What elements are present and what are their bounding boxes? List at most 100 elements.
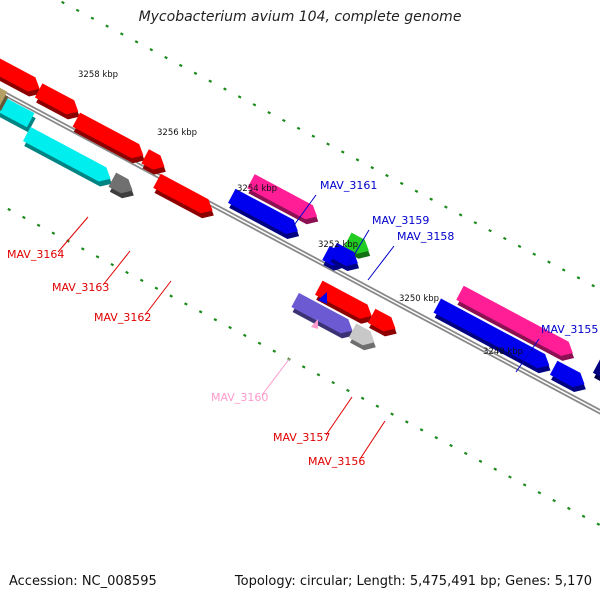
tick-mark-inner (390, 412, 394, 416)
tick-mark-outer (561, 268, 566, 272)
tick-mark-outer (252, 103, 257, 107)
tick-label-0: 3258 kbp (78, 70, 118, 80)
tick-mark-outer (591, 284, 596, 288)
gene-block-1 (0, 94, 35, 128)
tick-mark-outer (385, 173, 389, 178)
gene-block-17 (348, 323, 375, 346)
tick-mark-inner (346, 388, 350, 393)
gene-block-10 (228, 188, 298, 234)
tick-label-5: 3248 kbp (483, 347, 523, 357)
tick-mark-inner (228, 325, 232, 330)
tick-mark-outer (399, 181, 404, 186)
gene-leader-line-0 (57, 216, 89, 253)
tick-mark-inner (110, 262, 115, 267)
tick-mark-inner (419, 428, 424, 432)
gene-block-12 (344, 232, 369, 254)
tick-mark-outer (532, 252, 537, 256)
tick-mark-inner (478, 459, 483, 463)
tick-mark-outer (473, 221, 478, 225)
tick-mark-outer (267, 110, 271, 115)
tick-mark-inner (508, 475, 512, 479)
tick-mark-outer (90, 16, 95, 20)
tick-mark-outer (237, 95, 242, 99)
tick-mark-outer (61, 0, 65, 5)
gene-label-mav-3159: MAV_3159 (372, 214, 429, 227)
gene-label-mav-3164: MAV_3164 (7, 248, 64, 261)
gene-label-mav-3158: MAV_3158 (397, 230, 454, 243)
tick-mark-inner (581, 514, 586, 519)
gene-leader-line-3 (291, 194, 317, 229)
gene-block-7 (141, 149, 165, 170)
tick-mark-inner (552, 498, 556, 503)
gene-leader-line-8 (359, 420, 386, 460)
tick-mark-inner (301, 365, 306, 369)
tick-mark-inner (184, 302, 188, 306)
tick-mark-outer (178, 63, 183, 68)
tick-mark-inner (463, 451, 468, 456)
tick-mark-inner (272, 349, 277, 353)
tick-mark-inner (139, 278, 144, 283)
tick-mark-outer (326, 142, 330, 146)
tick-mark-outer (282, 118, 286, 123)
gene-arrow-small-minus (311, 319, 318, 329)
map-title: Mycobacterium avium 104, complete genome (138, 9, 462, 25)
tick-mark-outer (458, 213, 463, 217)
tick-mark-outer (444, 205, 448, 209)
tick-mark-inner (125, 270, 129, 275)
tick-mark-outer (208, 79, 213, 83)
tick-mark-outer (488, 228, 492, 233)
tick-mark-inner (567, 506, 571, 511)
tick-mark-inner (257, 341, 262, 345)
tick-mark-inner (36, 223, 41, 227)
gene-leader-line-1 (102, 250, 131, 286)
tick-mark-outer (414, 189, 419, 193)
gene-label-mav-3156: MAV_3156 (308, 455, 365, 468)
tick-mark-outer (429, 197, 433, 201)
gene-block-5 (72, 112, 144, 159)
gene-block-0 (0, 58, 40, 92)
tick-mark-inner (95, 255, 100, 259)
accession-text: Accession: NC_008595 (9, 574, 157, 589)
tick-mark-inner (198, 310, 203, 314)
tick-mark-inner (404, 420, 409, 424)
tick-mark-outer (193, 71, 198, 75)
gene-block-8 (153, 173, 213, 214)
gene-block-20 (549, 360, 585, 387)
genome-stats-text: Topology: circular; Length: 5,475,491 bp… (234, 574, 592, 589)
tick-mark-inner (316, 373, 321, 377)
tick-mark-inner (7, 207, 11, 212)
tick-mark-outer (119, 32, 124, 36)
tick-mark-inner (242, 333, 247, 338)
tick-mark-inner (449, 443, 453, 448)
tick-mark-outer (502, 236, 507, 241)
gene-block-21 (592, 359, 600, 377)
gene-label-mav-3155: MAV_3155 (541, 323, 598, 336)
gene-leader-line-6 (261, 357, 291, 396)
gene-block-18 (456, 285, 573, 356)
tick-mark-outer (547, 260, 551, 264)
gene-block-4 (23, 126, 111, 182)
tick-label-2: 3254 kbp (237, 184, 277, 194)
tick-mark-outer (105, 24, 109, 28)
tick-mark-outer (311, 134, 316, 138)
tick-mark-outer (223, 87, 227, 91)
tick-mark-outer (149, 48, 154, 52)
gene-label-mav-3160: MAV_3160 (211, 391, 268, 404)
gene-block-2 (0, 87, 8, 106)
gene-leader-line-4 (347, 229, 370, 266)
gene-block-3 (34, 83, 79, 115)
gene-label-mav-3163: MAV_3163 (52, 281, 109, 294)
gene-leader-line-2 (144, 280, 172, 316)
tick-mark-outer (164, 55, 168, 60)
tick-mark-inner (375, 404, 380, 408)
tick-mark-outer (370, 166, 375, 170)
tick-mark-outer (576, 276, 581, 280)
gene-block-15 (291, 292, 353, 334)
gene-leader-line-9 (515, 338, 540, 373)
tick-label-3: 3252 kbp (318, 240, 358, 250)
gene-block-9 (247, 174, 318, 220)
tick-mark-inner (493, 467, 498, 471)
tick-mark-inner (331, 380, 336, 385)
gene-block-16 (367, 308, 396, 332)
